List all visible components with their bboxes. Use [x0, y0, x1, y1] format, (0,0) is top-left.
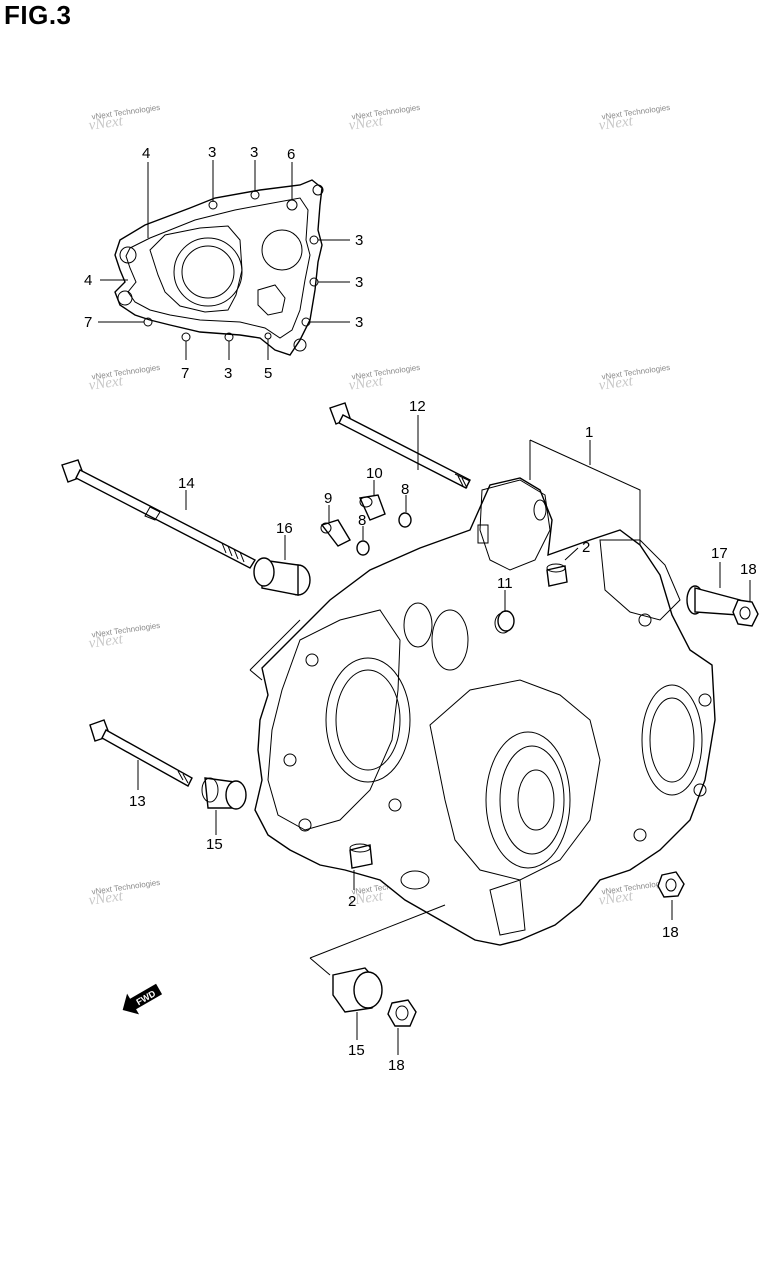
crankcase-assembly	[249, 477, 716, 946]
svg-text:vNext: vNext	[598, 373, 635, 394]
svg-text:vNext Technologies: vNext Technologies	[91, 621, 161, 640]
part-15-bushing	[201, 777, 247, 810]
callout-2: 2	[582, 539, 590, 556]
part-18-nut	[732, 599, 759, 627]
part-9-fitting	[320, 519, 351, 547]
crankcase-gasket	[114, 179, 324, 356]
part-16-bushing	[253, 557, 311, 596]
part-17-stud	[686, 585, 741, 616]
watermark: vNext vNext Technologies	[88, 363, 161, 394]
svg-text:vNext: vNext	[348, 888, 385, 909]
svg-text:vNext: vNext	[598, 113, 635, 134]
svg-text:vNext Technologies: vNext Technologies	[351, 363, 421, 382]
svg-text:vNext: vNext	[348, 373, 385, 394]
part-15-bushing	[332, 967, 383, 1013]
watermark: vNext vNext Technologies	[598, 103, 671, 134]
watermark: vNext vNext Technologies	[88, 621, 161, 652]
svg-text:vNext Technologies: vNext Technologies	[91, 103, 161, 122]
callout-4: 4	[84, 272, 92, 289]
callout-11: 11	[497, 575, 513, 592]
callout-8: 8	[401, 481, 409, 498]
leader-lines	[98, 160, 751, 1055]
svg-text:vNext: vNext	[598, 888, 635, 909]
part-18-nut	[387, 999, 417, 1027]
callout-14: 14	[178, 475, 195, 492]
part-10-fitting	[358, 494, 386, 521]
part-8-o-ring	[356, 540, 370, 556]
callout-9: 9	[324, 490, 332, 507]
callout-7: 7	[181, 365, 189, 382]
part-2-dowel	[546, 563, 568, 587]
svg-text:vNext Technologies: vNext Technologies	[91, 363, 161, 382]
callout-17: 17	[711, 545, 728, 562]
svg-text:vNext Technologies: vNext Technologies	[601, 103, 671, 122]
callout-3: 3	[355, 274, 363, 291]
callout-4: 4	[142, 145, 150, 162]
callout-18: 18	[740, 561, 757, 578]
watermark: vNext vNext Technologies	[348, 103, 421, 134]
callout-8: 8	[358, 512, 366, 529]
part-18-nut	[657, 871, 685, 898]
callout-16: 16	[276, 520, 293, 537]
callout-3: 3	[355, 314, 363, 331]
callout-15: 15	[348, 1042, 365, 1059]
callout-10: 10	[366, 465, 383, 482]
watermark: vNext vNext Technologies	[598, 363, 671, 394]
callout-12: 12	[409, 398, 426, 415]
part-14-bolt	[61, 459, 256, 569]
callout-3: 3	[250, 144, 258, 161]
callout-18: 18	[662, 924, 679, 941]
watermark: vNext vNext Technologies	[88, 103, 161, 134]
callout-1: 1	[585, 424, 593, 441]
fwd-arrow-icon: FWD	[122, 983, 163, 1015]
svg-text:vNext Technologies: vNext Technologies	[601, 363, 671, 382]
svg-text:vNext: vNext	[88, 113, 125, 134]
callout-numbers: 1 2 2 3 3 3 3 3 3 4 4 5 6 7 7 8 8 9 10 1…	[84, 144, 757, 1074]
svg-text:vNext: vNext	[88, 888, 125, 909]
part-12-bolt	[329, 402, 471, 489]
svg-text:vNext: vNext	[88, 631, 125, 652]
callout-2: 2	[348, 893, 356, 910]
callout-15: 15	[206, 836, 223, 853]
svg-text:vNext: vNext	[348, 113, 385, 134]
svg-text:vNext: vNext	[88, 373, 125, 394]
svg-text:vNext Technologies: vNext Technologies	[91, 878, 161, 897]
callout-3: 3	[355, 232, 363, 249]
part-2-dowel	[349, 843, 373, 869]
part-13-bolt	[89, 719, 193, 787]
part-8-o-ring	[398, 512, 412, 528]
callout-5: 5	[264, 365, 272, 382]
callout-3: 3	[208, 144, 216, 161]
figure-title: FIG.3	[4, 0, 72, 30]
callout-7: 7	[84, 314, 92, 331]
watermark: vNext vNext Technologies	[348, 363, 421, 394]
svg-text:vNext Technologies: vNext Technologies	[351, 103, 421, 122]
callout-18: 18	[388, 1057, 405, 1074]
watermark: vNext vNext Technologies	[88, 878, 161, 909]
callout-6: 6	[287, 146, 295, 163]
callout-3: 3	[224, 365, 232, 382]
part-11-o-ring	[497, 610, 515, 632]
callout-13: 13	[129, 793, 146, 810]
